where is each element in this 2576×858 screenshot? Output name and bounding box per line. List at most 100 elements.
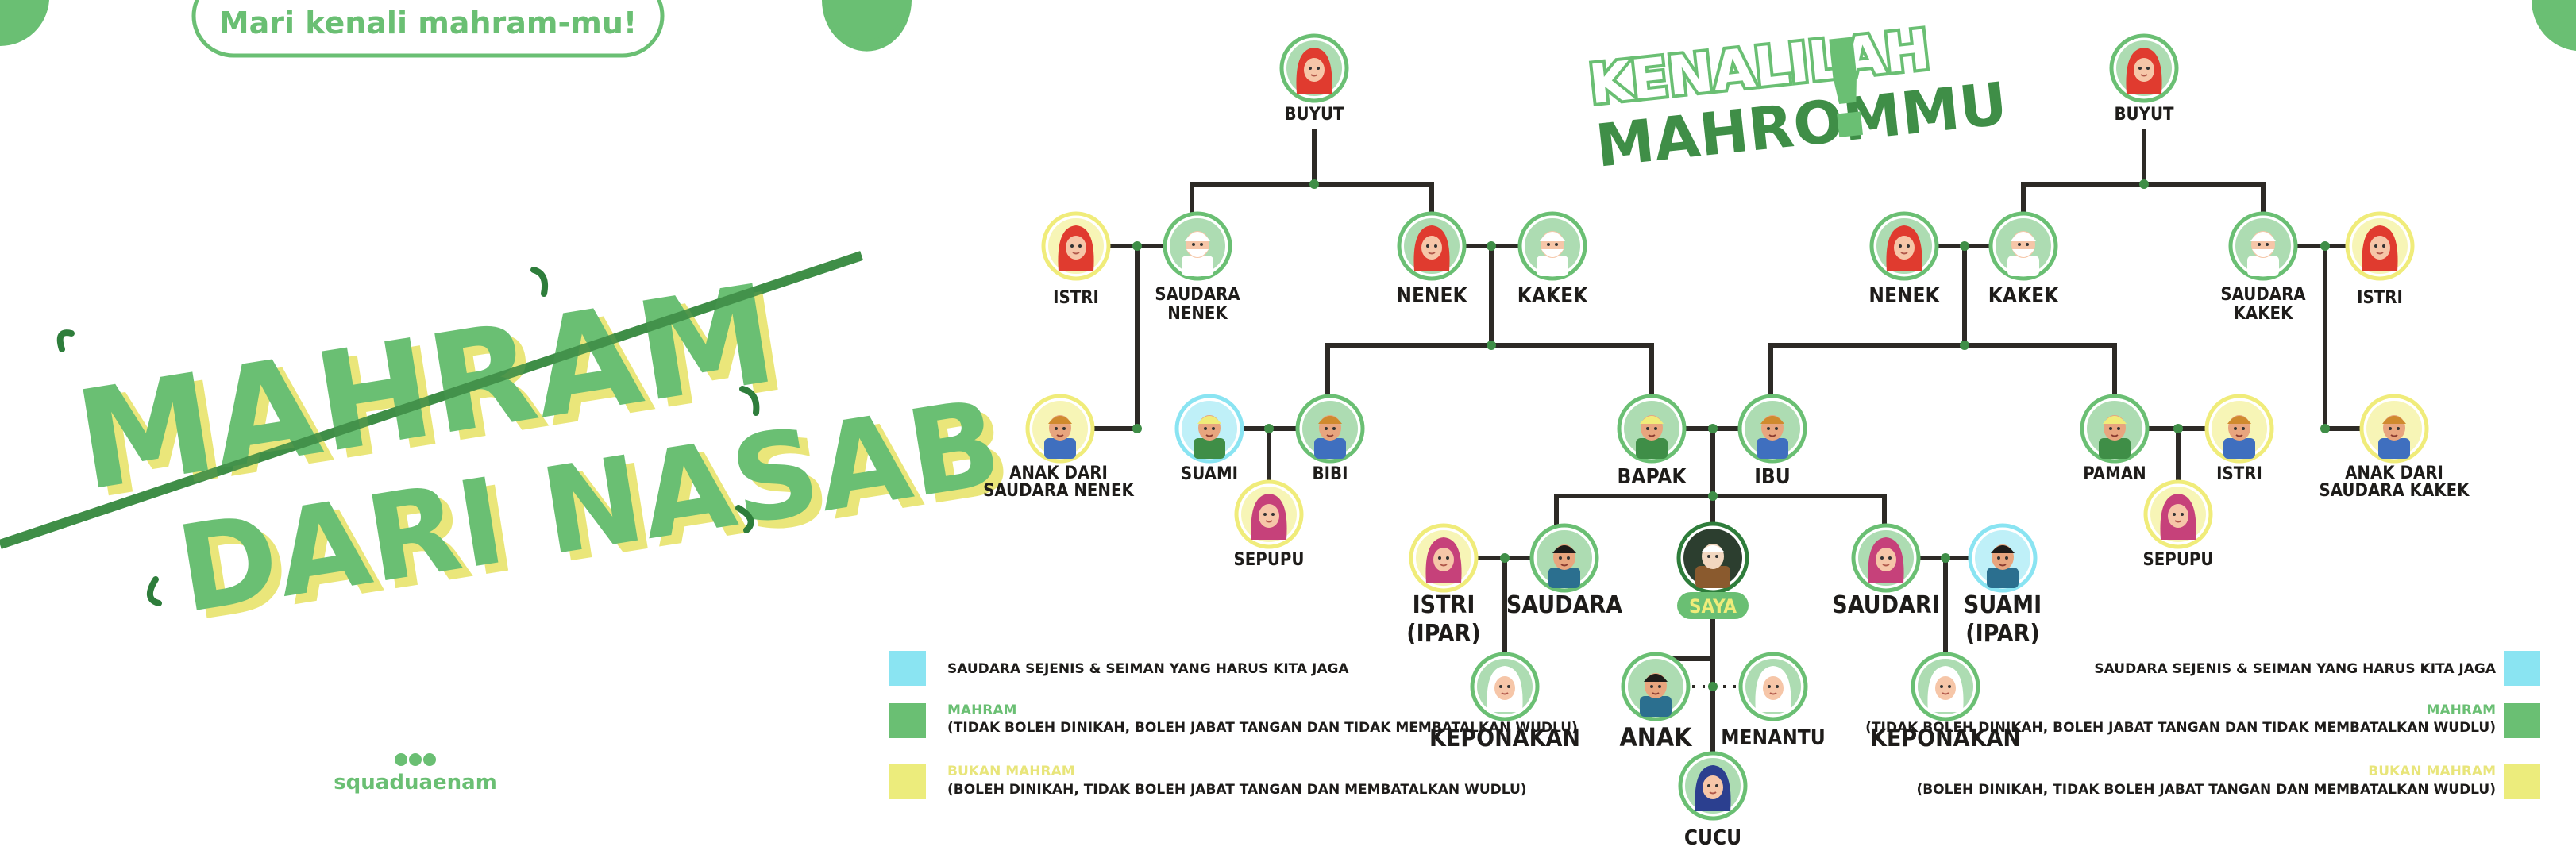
strike-line-overlay <box>0 251 863 549</box>
label-anak-saudara-kakek-2: SAUDARA KAKEK <box>2319 481 2470 501</box>
label-keponakan-left: KEPONAKAN <box>1429 725 1580 752</box>
label-istri-paman: ISTRI <box>2216 464 2262 484</box>
avatar-buyut-right <box>2109 33 2179 103</box>
legend-mahram-desc: (TIDAK BOLEH DINIKAH, BOLEH JABAT TANGAN… <box>947 720 1578 736</box>
label-nenek-right: NENEK <box>1868 284 1940 308</box>
label-istri-left: ISTRI <box>1053 288 1099 308</box>
legend-same-gender-text: SAUDARA SEJENIS & SEIMAN YANG HARUS KITA… <box>947 661 1349 677</box>
legend-bukan-desc: (BOLEH DINIKAH, TIDAK BOLEH JABAT TANGAN… <box>1916 782 2496 798</box>
legend-swatch-yellow <box>2504 764 2540 799</box>
label-saya: SAYA <box>1689 595 1737 618</box>
saya-badge <box>1677 592 1749 619</box>
brand-dot <box>395 753 407 766</box>
brand-name: squaduaenam <box>334 771 497 795</box>
label-saudari: SAUDARI <box>1832 591 1939 619</box>
avatar-keponakan-left <box>1470 652 1540 721</box>
label-suami-ipar-1: SUAMI <box>1964 591 2042 619</box>
accent-bracket <box>147 576 162 606</box>
avatar-ibu <box>1737 394 1807 464</box>
legend-right: SAUDARA SEJENIS & SEIMAN YANG HARUS KITA… <box>1865 651 2540 799</box>
avatar-saya <box>1676 521 1749 594</box>
avatar-suami-ipar <box>1968 523 2038 593</box>
label-istri-ipar-1: ISTRI <box>1413 591 1475 619</box>
avatar-sepupu-right <box>2143 479 2213 549</box>
avatar-menantu <box>1738 652 1808 721</box>
label-cucu: CUCU <box>1684 826 1741 850</box>
junction-dots <box>1132 179 2330 691</box>
label-anak: ANAK <box>1620 722 1694 752</box>
label-buyut-right: BUYUT <box>2114 105 2174 125</box>
avatar-bibi <box>1295 394 1365 464</box>
avatar-keponakan-right <box>1911 652 1980 721</box>
label-istri-ipar-2: (IPAR) <box>1406 620 1480 648</box>
legend-mahram-title: MAHRAM <box>947 702 1016 718</box>
logo: KENALILAH MAHROMMU ! <box>1583 9 2011 181</box>
avatar-nenek-left <box>1397 211 1467 281</box>
legend-swatch-cyan <box>889 651 926 686</box>
legend-swatch-green <box>2504 703 2540 738</box>
tagline-pill <box>191 0 665 58</box>
avatar-saudara-kakek <box>2228 211 2298 281</box>
avatar-bapak <box>1617 394 1687 464</box>
label-saudara-kakek-1: SAUDARA <box>2220 285 2306 305</box>
accent-bracket <box>739 386 760 416</box>
legend-bukan-title: BUKAN MAHRAM <box>947 764 1075 779</box>
brand-dot <box>423 753 436 766</box>
label-kakek-right: KAKEK <box>1988 284 2059 308</box>
label-saudara-nenek-1: SAUDARA <box>1155 285 1240 305</box>
tree-labels: BUYUT BUYUT ISTRI SAUDARA NENEK NENEK KA… <box>983 105 2470 850</box>
label-kakek-left: KAKEK <box>1517 284 1588 308</box>
label-nenek-left: NENEK <box>1396 284 1467 308</box>
corner-decoration <box>822 0 912 40</box>
avatar-suami-left <box>1174 394 1244 464</box>
label-saudara: SAUDARA <box>1506 591 1622 619</box>
legend-mahram-title: MAHRAM <box>2427 702 2496 718</box>
label-keponakan-right: KEPONAKAN <box>1870 725 2021 752</box>
label-suami-left: SUAMI <box>1181 464 1238 484</box>
avatar-anak-saudara-nenek <box>1025 394 1095 464</box>
label-paman: PAMAN <box>2083 464 2146 484</box>
legend-swatch-green <box>889 703 926 738</box>
avatar-cucu <box>1678 751 1748 821</box>
label-bapak: BAPAK <box>1618 465 1687 489</box>
avatar-paman <box>2080 394 2150 464</box>
accent-bracket <box>56 329 75 352</box>
legend-swatch-cyan <box>2504 651 2540 686</box>
legend-mahram-desc: (TIDAK BOLEH DINIKAH, BOLEH JABAT TANGAN… <box>1865 720 2496 736</box>
label-anak-saudara-kakek-1: ANAK DARI <box>2345 464 2443 483</box>
label-suami-ipar-2: (IPAR) <box>1965 620 2039 648</box>
label-sepupu-left: SEPUPU <box>1234 550 1305 570</box>
avatar-nenek-right <box>1869 211 1939 281</box>
avatars <box>1025 33 2429 821</box>
legend-swatch-yellow <box>889 764 926 799</box>
label-saudara-kakek-2: KAKEK <box>2234 304 2294 324</box>
tagline-text: Mari kenali mahram-mu! <box>219 6 637 40</box>
avatar-anak <box>1621 652 1691 721</box>
label-saudara-nenek-2: NENEK <box>1167 304 1228 324</box>
label-istri-right: ISTRI <box>2357 288 2403 308</box>
label-sepupu-right: SEPUPU <box>2143 550 2214 570</box>
avatar-saudara <box>1529 523 1599 593</box>
avatar-istri-paman <box>2204 394 2274 464</box>
label-menantu: MENANTU <box>1721 726 1825 750</box>
accent-bracket <box>735 505 754 533</box>
label-anak-saudara-nenek-2: SAUDARA NENEK <box>983 481 1134 501</box>
corner-decoration <box>0 0 49 47</box>
label-buyut-left: BUYUT <box>1284 105 1344 125</box>
avatar-saudari <box>1851 523 1921 593</box>
tree-connectors <box>1086 129 2370 754</box>
corner-decoration <box>2531 0 2576 51</box>
avatar-kakek-right <box>1988 211 2058 281</box>
avatar-buyut-left <box>1279 33 1349 103</box>
brand-dot <box>409 753 422 766</box>
legend-bukan-title: BUKAN MAHRAM <box>2368 764 2496 779</box>
label-ibu: IBU <box>1754 465 1791 489</box>
avatar-sepupu-left <box>1234 479 1304 549</box>
accent-bracket <box>530 267 549 297</box>
avatar-kakek-left <box>1517 211 1587 281</box>
legend-same-gender-text: SAUDARA SEJENIS & SEIMAN YANG HARUS KITA… <box>2094 661 2496 677</box>
avatar-anak-saudara-kakek <box>2359 394 2429 464</box>
legend-bukan-desc: (BOLEH DINIKAH, TIDAK BOLEH JABAT TANGAN… <box>947 782 1527 798</box>
